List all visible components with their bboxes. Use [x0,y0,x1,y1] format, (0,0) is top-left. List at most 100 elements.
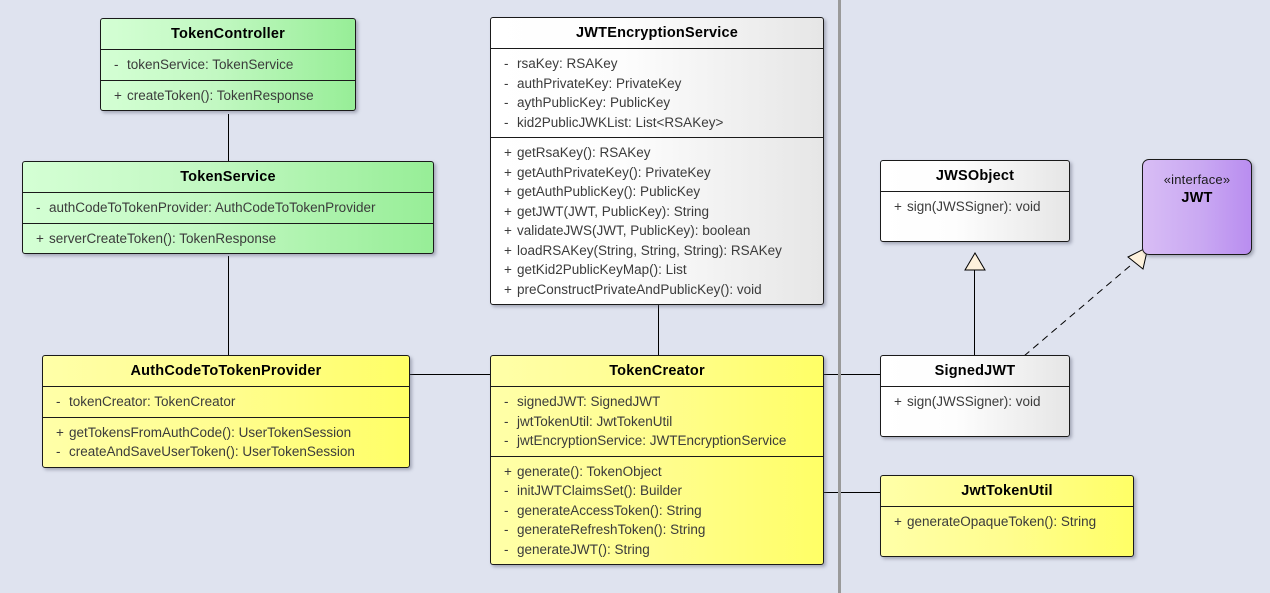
attributes-compartment-tokenservice: - authCodeToTokenProvider: AuthCodeToTok… [23,192,433,223]
visibility-marker: - [504,394,509,409]
method-label: sign(JWSSigner): void [907,199,1041,214]
method-label: generateRefreshToken(): String [517,522,706,537]
class-box-tokencreator[interactable]: TokenCreator - signedJWT: SignedJWT - jw… [490,355,824,565]
connector-signedjwt-jwsobject-line [974,270,975,356]
class-box-tokenservice[interactable]: TokenService - authCodeToTokenProvider: … [22,161,434,254]
method-row: + getKid2PublicKeyMap(): List [495,260,819,280]
class-name-signedjwt: SignedJWT [934,363,1016,379]
connector-tokenservice-authcodetotokenprovider [228,256,229,356]
visibility-marker: - [504,56,509,71]
visibility-marker: + [894,199,902,214]
visibility-marker: - [56,444,61,459]
visibility-marker: - [504,433,509,448]
method-label: generateOpaqueToken(): String [907,514,1097,529]
class-box-signedjwt[interactable]: SignedJWT + sign(JWSSigner): void [880,355,1070,437]
class-name-jwt: «interface» JWT [1143,160,1251,215]
methods-compartment-tokenservice: + serverCreateToken(): TokenResponse [23,222,433,254]
visibility-marker: - [56,394,61,409]
method-row: - generateAccessToken(): String [495,501,819,521]
class-box-jwttokenutil[interactable]: JwtTokenUtil + generateOpaqueToken(): St… [880,475,1134,557]
attribute-label: jwtTokenUtil: JwtTokenUtil [517,413,673,429]
visibility-marker: + [114,87,122,103]
method-label: loadRSAKey(String, String, String): RSAK… [517,242,782,258]
visibility-marker: + [504,262,512,277]
class-name-tokencontroller: TokenController [171,26,285,42]
class-name-jwsobject: JWSObject [935,168,1015,184]
method-row: + generateOpaqueToken(): String [885,512,1129,532]
class-box-jwtencryptionservice[interactable]: JWTEncryptionService - rsaKey: RSAKey - … [490,17,824,305]
visibility-marker: + [504,281,512,297]
attribute-label: authPrivateKey: PrivateKey [517,75,682,91]
visibility-marker: + [56,424,64,440]
method-row: + sign(JWSSigner): void [885,197,1065,217]
attributes-compartment-tokencontroller: - tokenService: TokenService [101,49,355,80]
visibility-marker: - [504,502,509,518]
method-row: - generateJWT(): String [495,540,819,560]
attribute-label: signedJWT: SignedJWT [517,394,661,409]
visibility-marker: + [504,184,512,199]
method-label: preConstructPrivateAndPublicKey(): void [517,281,762,297]
class-box-authcodetotokenprovider[interactable]: AuthCodeToTokenProvider - tokenCreator: … [42,355,410,468]
attribute-row: - rsaKey: RSAKey [495,54,819,74]
method-label: getAuthPublicKey(): PublicKey [517,184,701,199]
visibility-marker: - [36,200,41,215]
method-label: generateAccessToken(): String [517,502,702,518]
method-label: createAndSaveUserToken(): UserTokenSessi… [69,444,355,459]
method-label: createToken(): TokenResponse [127,87,314,103]
visibility-marker: + [504,145,512,160]
visibility-marker: + [894,514,902,529]
class-name-tokenservice: TokenService [180,169,276,185]
method-row: + serverCreateToken(): TokenResponse [27,229,429,249]
connector-tokencreator-signedjwt [822,374,882,375]
method-label: getTokensFromAuthCode(): UserTokenSessio… [69,424,352,440]
attribute-row: - authPrivateKey: PrivateKey [495,74,819,94]
method-row: + validateJWS(JWT, PublicKey): boolean [495,221,819,241]
method-label: generate(): TokenObject [517,463,662,479]
attribute-label: rsaKey: RSAKey [517,56,618,71]
method-row: + sign(JWSSigner): void [885,392,1065,412]
attribute-row: - tokenCreator: TokenCreator [47,392,405,412]
class-box-jwt-interface[interactable]: «interface» JWT [1142,159,1252,255]
class-name-jwtencryptionservice: JWTEncryptionService [576,25,738,41]
method-row: - generateRefreshToken(): String [495,520,819,540]
attributes-compartment-tokencreator: - signedJWT: SignedJWT - jwtTokenUtil: J… [491,386,823,456]
attributes-compartment-jwtencryptionservice: - rsaKey: RSAKey - authPrivateKey: Priva… [491,48,823,137]
interface-name-label: JWT [1181,190,1213,206]
attribute-row: - jwtTokenUtil: JwtTokenUtil [495,412,819,432]
attribute-label: jwtEncryptionService: JWTEncryptionServi… [517,433,787,448]
method-row: + getTokensFromAuthCode(): UserTokenSess… [47,423,405,443]
visibility-marker: - [504,413,509,429]
method-label: getJWT(JWT, PublicKey): String [517,203,710,219]
method-row: + getAuthPublicKey(): PublicKey [495,182,819,202]
visibility-marker: + [894,394,902,409]
methods-compartment-jwtencryptionservice: + getRsaKey(): RSAKey + getAuthPrivateKe… [491,137,823,304]
method-label: initJWTClaimsSet(): Builder [517,483,683,498]
panel-divider [838,0,841,593]
methods-compartment-jwttokenutil: + generateOpaqueToken(): String [881,506,1133,556]
attribute-label: authCodeToTokenProvider: AuthCodeToToken… [49,200,376,215]
method-label: validateJWS(JWT, PublicKey): boolean [517,223,751,238]
method-row: + getAuthPrivateKey(): PrivateKey [495,163,819,183]
method-row: - createAndSaveUserToken(): UserTokenSes… [47,442,405,462]
connector-jwtencryptionservice-tokencreator [658,296,659,356]
attribute-row: - aythPublicKey: PublicKey [495,93,819,113]
attribute-row: - authCodeToTokenProvider: AuthCodeToTok… [27,198,429,218]
method-label: serverCreateToken(): TokenResponse [49,230,277,246]
attribute-row: - tokenService: TokenService [105,55,351,75]
class-box-tokencontroller[interactable]: TokenController - tokenService: TokenSer… [100,18,356,111]
visibility-marker: - [504,114,509,130]
attribute-label: aythPublicKey: PublicKey [517,95,671,110]
method-label: getKid2PublicKeyMap(): List [517,262,687,277]
attribute-row: - kid2PublicJWKList: List<RSAKey> [495,113,819,133]
attribute-row: - signedJWT: SignedJWT [495,392,819,412]
connector-authcodetotokenprovider-tokencreator [410,374,490,375]
generalization-arrowhead-jwsobject [964,252,986,271]
methods-compartment-authcodetotokenprovider: + getTokensFromAuthCode(): UserTokenSess… [43,416,409,467]
visibility-marker: - [504,95,509,110]
class-box-jwsobject[interactable]: JWSObject + sign(JWSSigner): void [880,160,1070,242]
stereotype-label: «interface» [1163,172,1231,187]
method-row: + createToken(): TokenResponse [105,86,351,106]
attribute-label: kid2PublicJWKList: List<RSAKey> [517,114,724,130]
visibility-marker: - [504,541,509,557]
method-row: + preConstructPrivateAndPublicKey(): voi… [495,280,819,300]
